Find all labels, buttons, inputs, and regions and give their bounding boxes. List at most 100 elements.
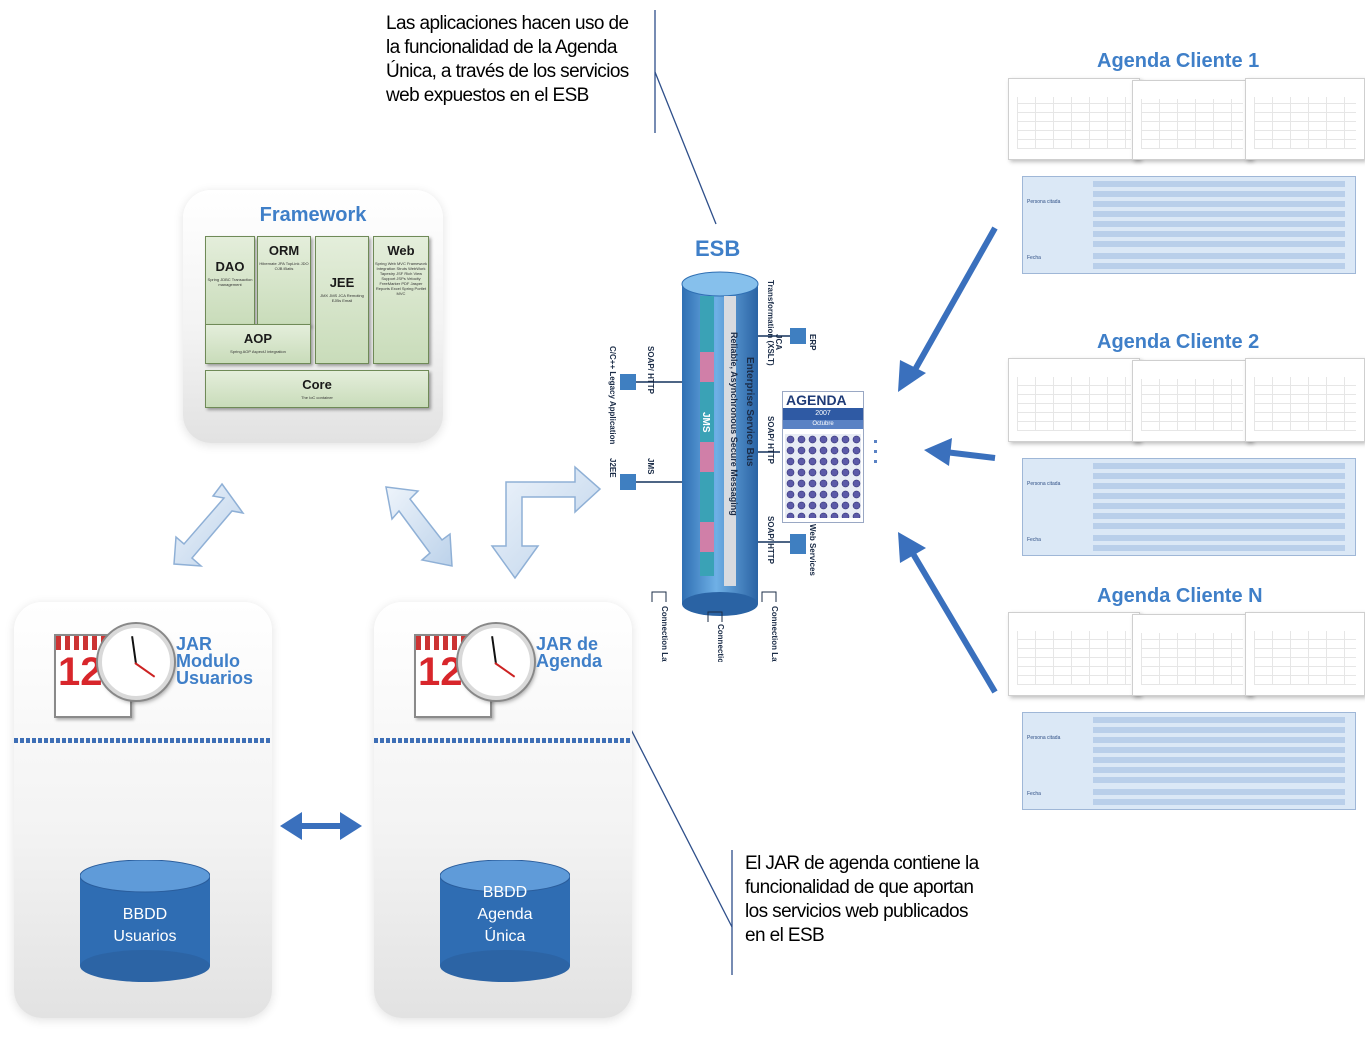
esb-right-top-proto: JCA — [774, 334, 783, 350]
framework-usuarios-arrow — [173, 482, 245, 567]
client2-window-mid — [1132, 360, 1252, 442]
agenda-widget-month: Octubre — [783, 420, 863, 429]
esb-left-top: C/C++ Legacy Application — [608, 346, 617, 445]
esb-left-top-proto: SOAP/ HTTP — [646, 346, 655, 395]
db-agenda: BBDD Agenda Única — [440, 860, 570, 982]
clientN-window-left — [1008, 612, 1140, 696]
bottom-annotation-line: los servicios web publicados — [745, 901, 969, 922]
db-usuarios: BBDD Usuarios — [80, 860, 210, 982]
client2-form-side-label: Fecha — [1027, 537, 1041, 543]
client2-window-left — [1008, 358, 1140, 442]
client2-form: Persona citada Fecha — [1022, 458, 1356, 556]
esb-right-top-header: Transformation (XSLT) — [766, 280, 775, 366]
clock-icon — [98, 624, 174, 700]
clientN-form-side-label: Persona citada — [1027, 735, 1061, 741]
widget-dots — [874, 440, 877, 466]
esb-left-mid: J2EE — [608, 458, 617, 478]
fw-aop-sub: Spring AOP AspectJ integration — [230, 349, 286, 354]
fw-jee-sub: JMX JMS JCA Remoting EJBs Email — [320, 293, 364, 303]
calendar-day: 12 — [418, 650, 463, 694]
top-annotation-line: web expuestos en el ESB — [386, 85, 589, 106]
esb-right-bot: Web Services — [808, 524, 817, 576]
client1-window-left — [1008, 78, 1140, 160]
calendar-clock-icon: 12 — [414, 624, 534, 736]
fw-orm-sub: Hibernate JPA TopLink JDO OJB iBatis — [259, 261, 309, 271]
jar-to-jar-arrow — [280, 812, 362, 840]
client2-window-right — [1245, 358, 1365, 442]
bottom-annotation-line: El JAR de agenda contiene la — [745, 853, 979, 874]
jar-agenda-panel: 12 JAR de Agenda BBDD Agenda Única — [374, 602, 632, 1018]
client2-arrow — [924, 438, 996, 466]
esb-jms-label: JMS — [700, 412, 711, 433]
jar-usuarios-title: JAR Modulo Usuarios — [176, 634, 254, 688]
clientN-window-right — [1245, 612, 1365, 696]
jar-usuarios-title-line: Modulo — [176, 651, 240, 671]
jar-usuarios-title-line: Usuarios — [176, 668, 254, 688]
clientN-window-mid — [1132, 614, 1252, 696]
db-agenda-line: Única — [484, 928, 526, 945]
bottom-annotation-line: en el ESB — [745, 925, 825, 946]
esb-right-bot-proto: SOAP/ HTTP — [766, 516, 775, 565]
jar-usuarios-title-line: JAR — [176, 634, 213, 654]
fw-orm-title: ORM — [268, 243, 300, 258]
db-agenda-line: BBDD — [482, 884, 528, 901]
clock-icon — [458, 624, 534, 700]
client1-window-mid — [1132, 80, 1252, 160]
esb-left-mid-proto: JMS — [646, 458, 655, 475]
agenda-widget-grid — [785, 434, 861, 518]
db-usuarios-label: BBDD Usuarios — [80, 904, 210, 948]
client2-title: Agenda Cliente 2 — [1097, 331, 1260, 353]
db-usuarios-line: BBDD — [122, 906, 168, 923]
jar-agenda-divider — [374, 738, 632, 743]
fw-web-box: Web Spring Web MVC Framework Integration… — [373, 236, 429, 364]
esb-layer-2: Connection Layer — [716, 624, 725, 662]
esb-bus: Enterprise Service Bus Reliable, Asynchr… — [608, 271, 817, 662]
top-annotation-line: Única, a través de los servicios — [386, 61, 629, 82]
clientN-title: Agenda Cliente N — [1097, 585, 1263, 607]
esb-bus-sub: Reliable, Asynchronous Secure Messaging — [729, 332, 739, 516]
client1-form-side-label: Fecha — [1027, 255, 1041, 261]
client1-form: Persona citada Fecha — [1022, 176, 1356, 274]
fw-dao-box: DAO Spring JDBC Transaction management — [205, 236, 255, 326]
top-annotation-line: Las aplicaciones hacen uso de — [386, 13, 629, 34]
fw-jee-box: JEE JMX JMS JCA Remoting EJBs Email — [315, 236, 369, 364]
jar-agenda-title-line: JAR de — [536, 634, 599, 654]
fw-core-sub: The IoC container — [301, 395, 333, 400]
fw-dao-title: DAO — [215, 259, 245, 274]
client1-form-side-label: Persona citada — [1027, 199, 1061, 205]
fw-orm-box: ORM Hibernate JPA TopLink JDO OJB iBatis — [257, 236, 311, 326]
fw-core-box: Core The IoC container — [205, 370, 429, 408]
esb-right-mid-proto: SOAP/ HTTP — [766, 416, 775, 465]
top-annotation-line: la funcionalidad de la Agenda — [386, 37, 617, 58]
bottom-annotation: El JAR de agenda contiene la funcionalid… — [745, 852, 1015, 948]
client1-title: Agenda Cliente 1 — [1097, 50, 1260, 72]
fw-jee-title: JEE — [329, 275, 355, 290]
client1-window-right — [1245, 78, 1365, 160]
clientN-form-side-label: Fecha — [1027, 791, 1041, 797]
agenda-esb-arrow — [490, 465, 602, 580]
fw-web-title: Web — [387, 243, 415, 258]
client2-form-side-label: Persona citada — [1027, 481, 1061, 487]
esb-bus-label: Enterprise Service Bus — [744, 357, 755, 467]
framework-title: Framework — [259, 204, 367, 226]
calendar-day: 12 — [58, 650, 103, 694]
bottom-note-leader-line — [621, 711, 733, 928]
top-annotation: Las aplicaciones hacen uso de la funcion… — [386, 12, 658, 108]
framework-panel: Framework DAO Spring JDBC Transaction ma… — [183, 190, 443, 443]
client1-arrow — [898, 226, 998, 392]
jar-usuarios-divider — [14, 738, 272, 743]
clientN-form: Persona citada Fecha — [1022, 712, 1356, 810]
fw-aop-title: AOP — [243, 331, 273, 346]
esb-right-top: ERP — [808, 334, 817, 351]
agenda-widget-year: 2007 — [783, 408, 863, 420]
esb-title: ESB — [695, 236, 741, 261]
top-note-leader-line — [654, 71, 717, 225]
fw-dao-sub: Spring JDBC Transaction management — [207, 277, 253, 287]
jar-agenda-title-line: Agenda — [536, 651, 603, 671]
esb-layer-1: Connection Layer — [660, 606, 669, 662]
fw-core-title: Core — [302, 377, 332, 392]
jar-usuarios-panel: 12 JAR Modulo Usuarios BBDD Usuarios — [14, 602, 272, 1018]
agenda-widget-title: AGENDA — [783, 392, 863, 408]
framework-agenda-arrow — [385, 486, 453, 567]
